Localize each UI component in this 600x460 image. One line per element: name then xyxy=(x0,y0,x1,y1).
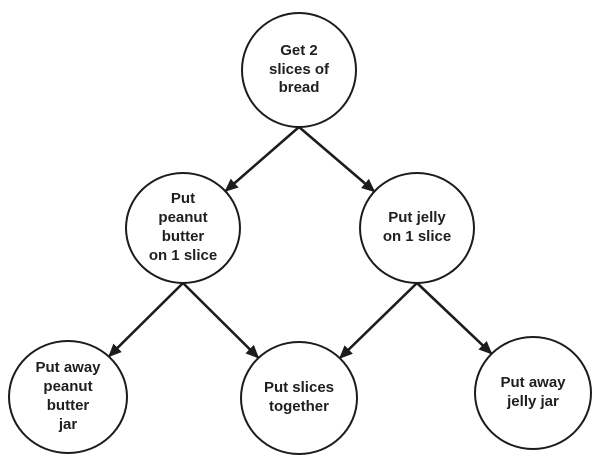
node-put-slices-together-label: Put slices together xyxy=(263,379,335,415)
flow-arrow-put-peanut-butter-to-put-away-peanut-butter-jar xyxy=(108,282,184,358)
node-put-away-peanut-butter-jar: Put away peanut butter jar xyxy=(8,340,128,454)
node-put-away-peanut-butter-jar-label: Put away peanut butter jar xyxy=(35,359,101,433)
node-put-jelly-label: Put jelly on 1 slice xyxy=(382,209,452,245)
node-put-jelly: Put jelly on 1 slice xyxy=(359,172,475,284)
node-get-bread: Get 2 slices of bread xyxy=(241,12,357,128)
flow-arrow-put-peanut-butter-to-put-slices-together xyxy=(182,282,260,359)
flow-arrow-put-jelly-to-put-away-jelly-jar xyxy=(416,282,493,355)
node-put-slices-together: Put slices together xyxy=(240,341,358,455)
flow-arrow-put-jelly-to-put-slices-together xyxy=(339,282,418,359)
node-put-peanut-butter-label: Put peanut butter on 1 slice xyxy=(148,190,218,264)
node-put-away-jelly-jar-label: Put away jelly jar xyxy=(500,374,566,410)
flow-arrow-get-bread-to-put-peanut-butter xyxy=(224,126,300,192)
flow-arrow-get-bread-to-put-jelly xyxy=(298,126,376,193)
node-put-peanut-butter: Put peanut butter on 1 slice xyxy=(125,172,241,284)
node-put-away-jelly-jar: Put away jelly jar xyxy=(474,336,592,450)
node-get-bread-label: Get 2 slices of bread xyxy=(268,41,330,97)
